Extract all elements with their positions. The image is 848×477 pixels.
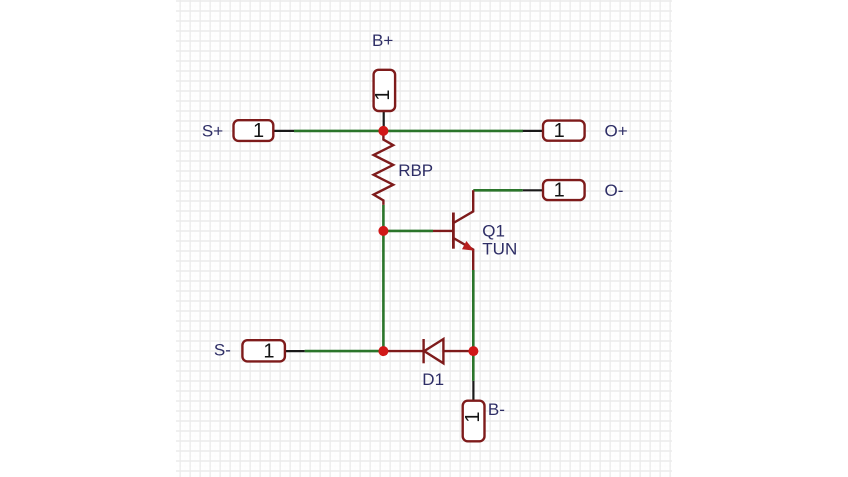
svg-text:S-: S- [214, 341, 231, 360]
svg-text:B+: B+ [372, 31, 393, 50]
svg-text:B-: B- [488, 400, 505, 419]
svg-text:O+: O+ [605, 122, 628, 141]
svg-text:1: 1 [263, 340, 274, 362]
svg-text:RBP: RBP [398, 161, 433, 180]
svg-text:1: 1 [554, 180, 565, 202]
svg-text:Q1: Q1 [482, 221, 505, 240]
svg-text:O-: O- [605, 181, 624, 200]
svg-text:TUN: TUN [482, 240, 517, 259]
svg-text:1: 1 [253, 120, 264, 142]
svg-text:1: 1 [372, 89, 394, 100]
svg-text:D1: D1 [422, 370, 444, 389]
svg-text:S+: S+ [202, 122, 223, 141]
svg-text:1: 1 [462, 411, 484, 422]
svg-text:1: 1 [554, 120, 565, 142]
